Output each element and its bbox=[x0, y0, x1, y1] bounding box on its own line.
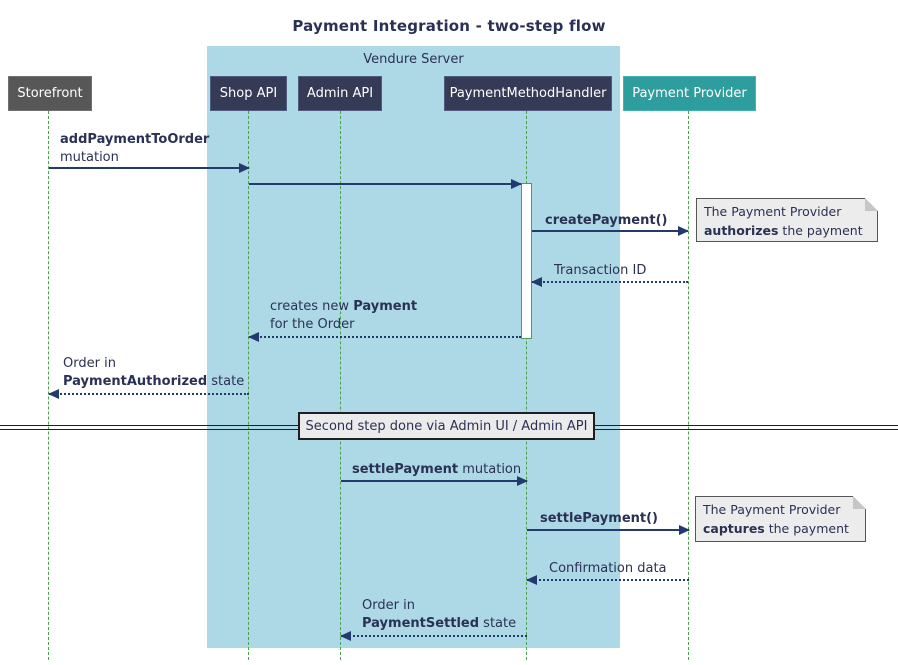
message-arrow-add-payment bbox=[49, 163, 250, 173]
message-settle-payment-call-text: settlePayment() bbox=[540, 511, 658, 526]
message-label-order-settled: Order in PaymentSettled state bbox=[362, 597, 516, 633]
note-authorize: The Payment Provider authorizes the paym… bbox=[696, 198, 878, 242]
note-capture-rest: the payment bbox=[764, 521, 849, 536]
message-label-confirmation-data: Confirmation data bbox=[549, 560, 667, 578]
message-arrow-shop-to-handler bbox=[249, 179, 522, 189]
message-order-settled-rest: state bbox=[479, 616, 517, 631]
lifeline-payment-provider bbox=[688, 111, 689, 660]
participant-storefront: Storefront bbox=[8, 76, 92, 111]
message-create-payment-text: createPayment() bbox=[545, 213, 668, 228]
message-label-settle-payment-call: settlePayment() bbox=[540, 510, 658, 528]
divider-label: Second step done via Admin UI / Admin AP… bbox=[305, 418, 588, 434]
note-fold-icon bbox=[853, 496, 866, 509]
message-transaction-id-text: Transaction ID bbox=[554, 263, 647, 278]
arrowhead-left-icon bbox=[248, 332, 259, 342]
message-creates-payment-pre: creates new bbox=[270, 299, 354, 314]
arrowhead-right-icon bbox=[517, 476, 528, 486]
message-order-settled-state: PaymentSettled bbox=[362, 616, 480, 631]
lifeline-storefront bbox=[48, 111, 49, 660]
message-label-create-payment: createPayment() bbox=[545, 212, 667, 230]
message-order-authorized-rest: state bbox=[207, 374, 245, 389]
message-arrow-order-authorized bbox=[48, 389, 249, 399]
participant-payment-method-handler-label: PaymentMethodHandler bbox=[449, 86, 607, 101]
note-authorize-line1: The Payment Provider bbox=[704, 204, 842, 219]
vendure-server-frame: Vendure Server bbox=[207, 46, 620, 648]
arrowhead-right-icon bbox=[239, 163, 250, 173]
message-order-authorized-line1: Order in bbox=[63, 356, 116, 371]
message-add-payment-name: addPaymentToOrder bbox=[60, 132, 210, 147]
note-authorize-rest: the payment bbox=[778, 223, 863, 238]
message-arrow-settle-payment-call bbox=[527, 525, 690, 535]
arrowhead-right-icon bbox=[511, 179, 522, 189]
message-label-settle-payment-mutation: settlePayment mutation bbox=[352, 461, 521, 479]
note-capture-line1: The Payment Provider bbox=[703, 502, 841, 517]
message-creates-payment-line2: for the Order bbox=[270, 317, 355, 332]
message-arrow-transaction-id bbox=[531, 277, 688, 287]
divider: Second step done via Admin UI / Admin AP… bbox=[298, 412, 595, 440]
participant-shop-api-label: Shop API bbox=[219, 86, 278, 101]
message-label-add-payment: addPaymentToOrder mutation bbox=[60, 131, 209, 167]
lifeline-payment-method-handler bbox=[526, 111, 527, 660]
message-label-order-authorized: Order in PaymentAuthorized state bbox=[63, 355, 244, 391]
message-arrow-create-payment bbox=[532, 226, 689, 236]
arrowhead-left-icon bbox=[48, 389, 59, 399]
arrowhead-left-icon bbox=[340, 631, 351, 641]
note-capture-keyword: captures bbox=[703, 521, 765, 536]
participant-shop-api: Shop API bbox=[210, 76, 287, 111]
note-authorize-keyword: authorizes bbox=[704, 223, 779, 238]
participant-storefront-label: Storefront bbox=[17, 86, 83, 101]
message-order-authorized-state: PaymentAuthorized bbox=[63, 374, 208, 389]
lifeline-admin-api bbox=[340, 111, 341, 660]
page-title: Payment Integration - two-step flow bbox=[292, 17, 606, 35]
message-arrow-creates-payment bbox=[248, 332, 521, 342]
message-label-creates-payment: creates new Payment for the Order bbox=[270, 298, 417, 334]
message-confirmation-data-text: Confirmation data bbox=[549, 561, 667, 576]
message-creates-payment-bold: Payment bbox=[353, 299, 418, 314]
arrowhead-right-icon bbox=[678, 226, 689, 236]
participant-admin-api-label: Admin API bbox=[306, 86, 374, 101]
message-label-transaction-id: Transaction ID bbox=[554, 262, 646, 280]
note-capture: The Payment Provider captures the paymen… bbox=[695, 496, 866, 542]
message-arrow-settle-payment-mutation bbox=[341, 476, 528, 486]
participant-payment-provider: Payment Provider bbox=[623, 76, 756, 111]
arrowhead-left-icon bbox=[531, 277, 542, 287]
participant-payment-provider-label: Payment Provider bbox=[632, 86, 747, 101]
activation-bar-payment-method-handler bbox=[521, 183, 532, 339]
message-arrow-confirmation-data bbox=[526, 575, 689, 585]
arrowhead-right-icon bbox=[679, 525, 690, 535]
message-arrow-order-settled bbox=[340, 631, 527, 641]
message-settle-payment-type: mutation bbox=[458, 462, 522, 477]
lifeline-shop-api bbox=[248, 111, 249, 660]
message-settle-payment-name: settlePayment bbox=[352, 462, 459, 477]
message-order-settled-line1: Order in bbox=[362, 598, 415, 613]
vendure-server-frame-label: Vendure Server bbox=[363, 52, 464, 67]
message-add-payment-type: mutation bbox=[60, 150, 119, 165]
arrowhead-left-icon bbox=[526, 575, 537, 585]
participant-admin-api: Admin API bbox=[298, 76, 382, 111]
note-fold-icon bbox=[865, 198, 878, 211]
participant-payment-method-handler: PaymentMethodHandler bbox=[444, 76, 612, 111]
